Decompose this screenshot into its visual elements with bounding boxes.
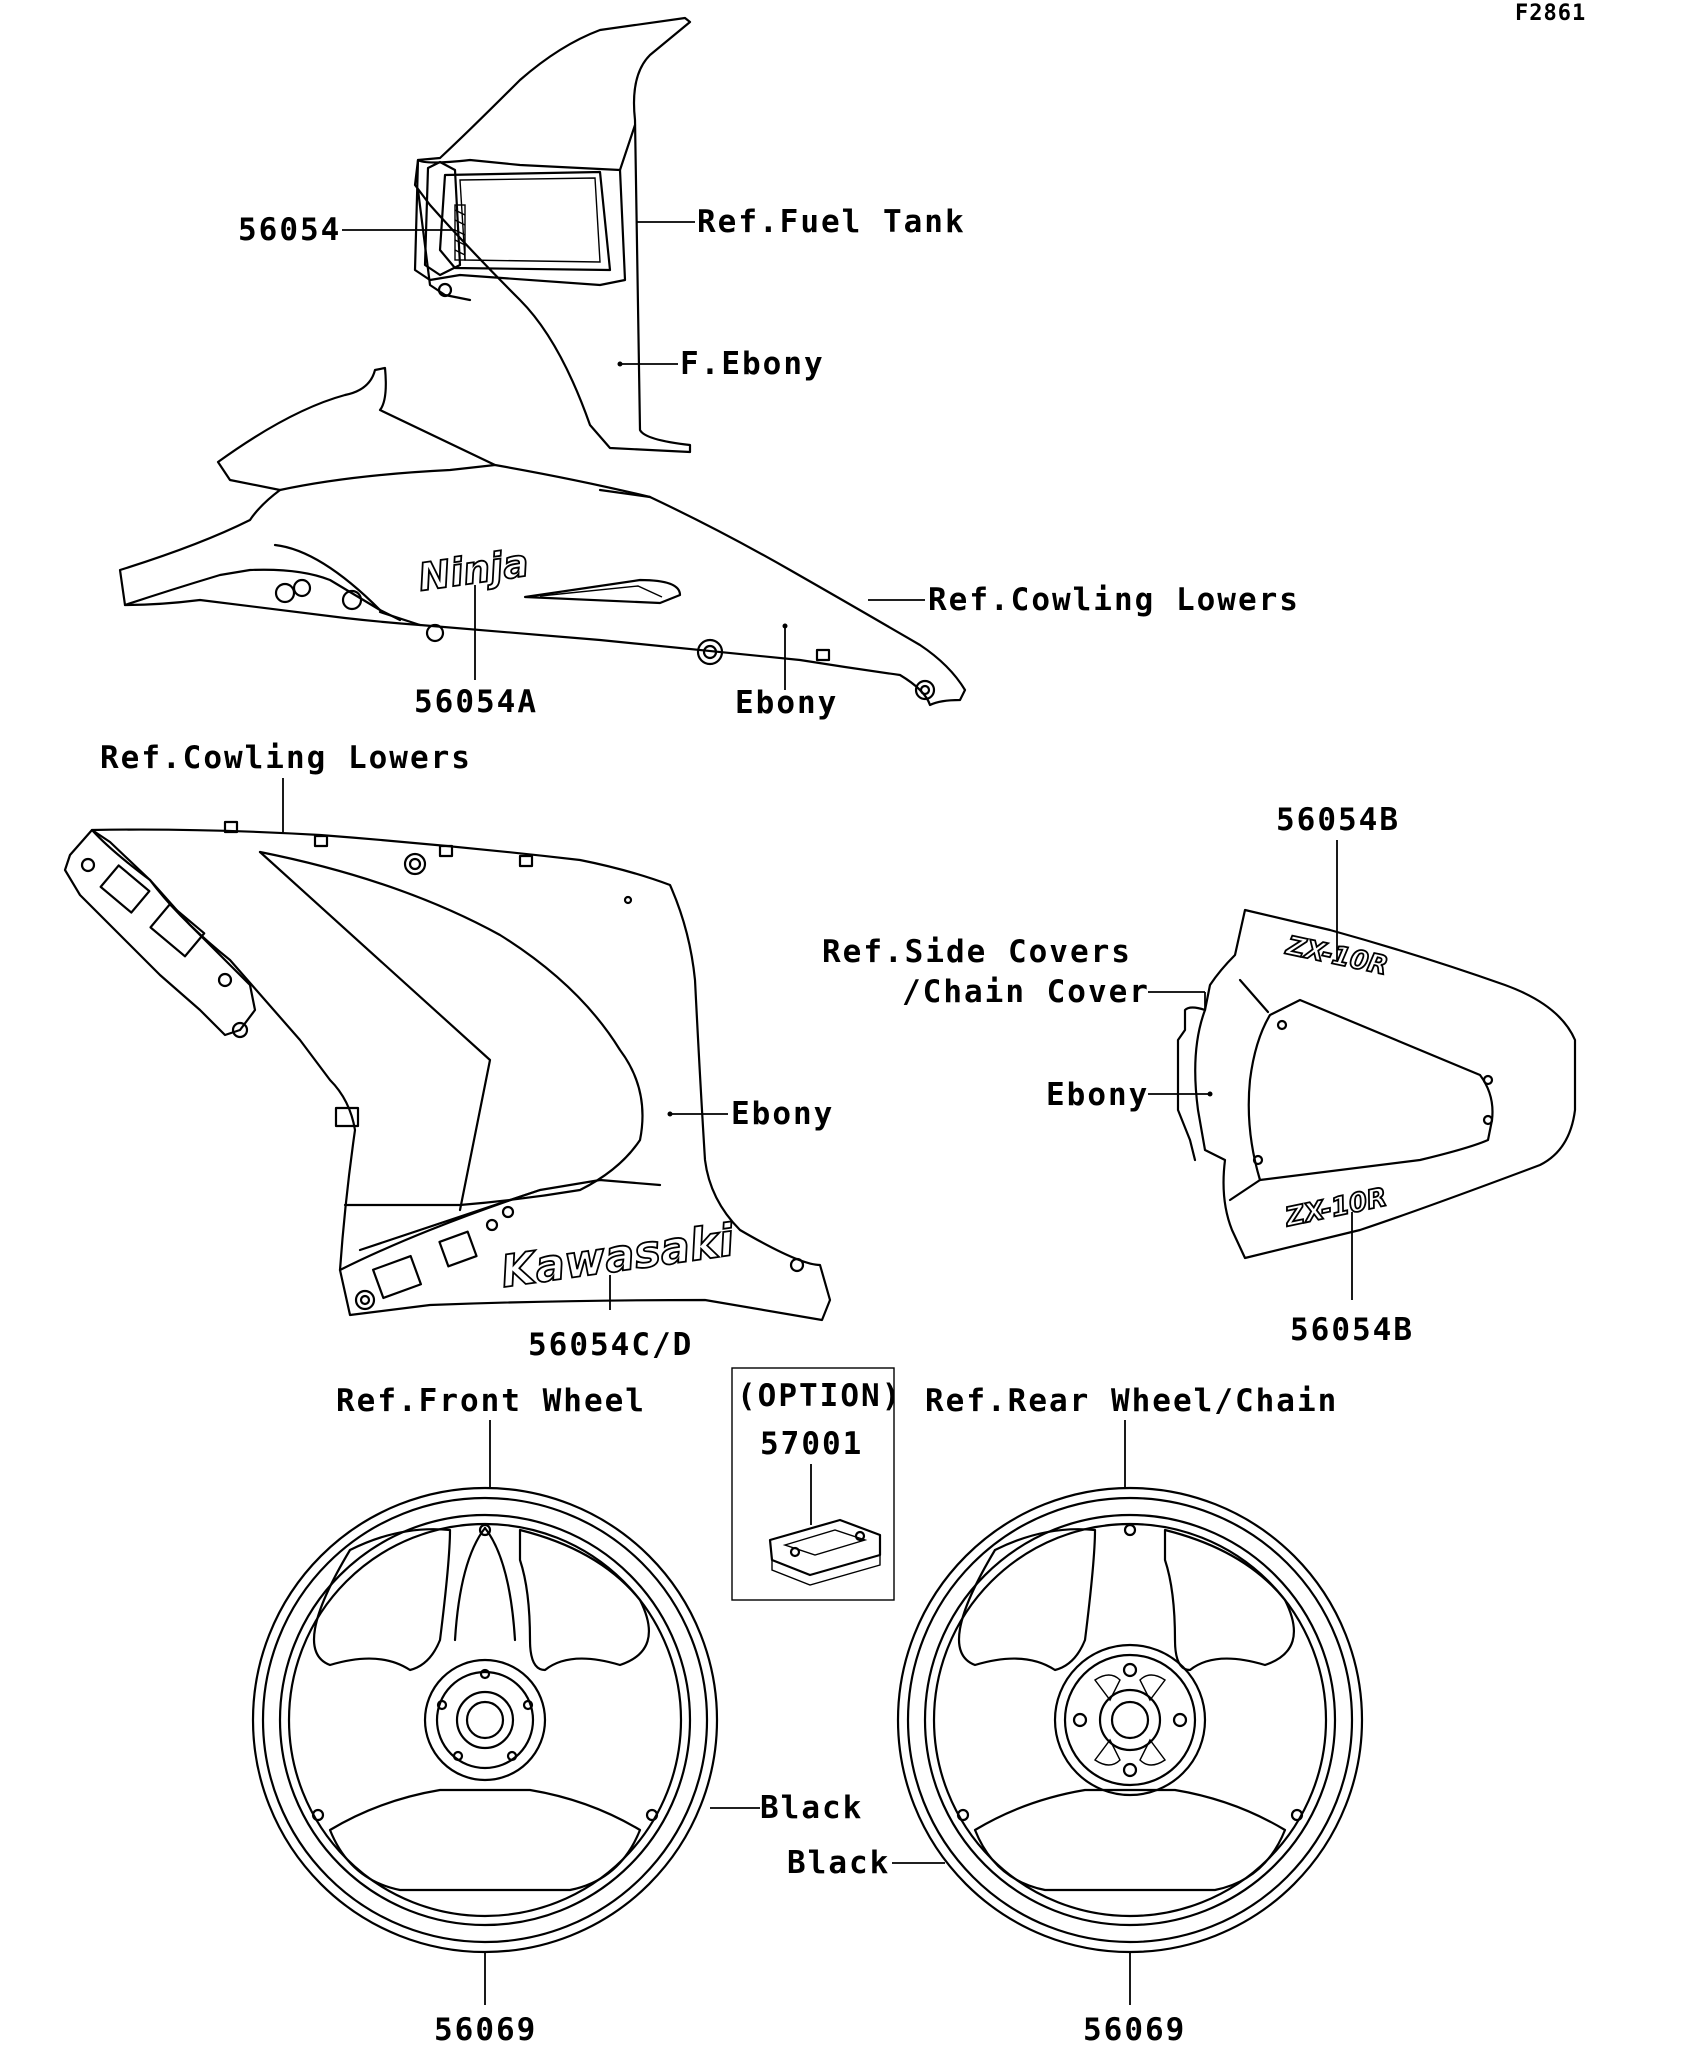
part-number-56054c-d: 56054C/D — [528, 1327, 693, 1363]
option-label: (OPTION) — [737, 1378, 902, 1414]
ref-rear-wheel-label: Ref.Rear Wheel/Chain — [925, 1383, 1338, 1419]
ebony-upper-label: Ebony — [735, 685, 838, 721]
ref-front-wheel-label: Ref.Front Wheel — [336, 1383, 646, 1419]
ref-chain-cover-label: /Chain Cover — [902, 974, 1150, 1010]
lower-cowling: Kawasaki — [63, 820, 832, 1322]
ninja-logo: Ninja — [416, 541, 532, 600]
callout-ref-rear-wheel: Ref.Rear Wheel/Chain — [925, 1383, 1338, 1488]
callout-56054b-bottom: 56054B — [1290, 1212, 1414, 1348]
callout-black-front: Black — [710, 1790, 863, 1826]
side-cover: ZX-10R ZX-10R — [1176, 908, 1577, 1260]
callout-56069-front: 56069 — [434, 1952, 537, 2048]
front-wheel — [251, 1486, 719, 1954]
ref-side-covers-label: Ref.Side Covers — [822, 934, 1132, 970]
callout-ref-cowling-lowers-lower: Ref.Cowling Lowers — [100, 740, 472, 832]
callout-black-rear: Black — [787, 1845, 945, 1881]
callout-ebony-lower: Ebony — [667, 1096, 834, 1132]
callout-ref-cowling-lowers-upper: Ref.Cowling Lowers — [868, 582, 1300, 618]
callout-ref-fuel-tank: Ref.Fuel Tank — [637, 204, 966, 240]
ref-fuel-tank-label: Ref.Fuel Tank — [697, 204, 966, 240]
part-number-56054b-top: 56054B — [1276, 802, 1400, 838]
option-box: (OPTION) 57001 — [731, 1367, 902, 1601]
part-number-56054b-bottom: 56054B — [1290, 1312, 1414, 1348]
ref-cowling-lowers-upper-label: Ref.Cowling Lowers — [928, 582, 1300, 618]
rear-wheel — [896, 1486, 1364, 1954]
callout-ref-front-wheel: Ref.Front Wheel — [336, 1383, 646, 1488]
black-front-label: Black — [760, 1790, 863, 1826]
ref-cowling-lowers-lower-label: Ref.Cowling Lowers — [100, 740, 472, 776]
callout-56054a: 56054A — [414, 585, 538, 720]
f-ebony-label: F.Ebony — [680, 346, 825, 382]
part-number-56054: 56054 — [238, 212, 341, 248]
upper-cowling: Ninja — [118, 366, 967, 707]
callout-56054b-top: 56054B — [1276, 802, 1400, 960]
ebony-lower-label: Ebony — [731, 1096, 834, 1132]
callout-56054: 56054 — [238, 212, 455, 248]
black-rear-label: Black — [787, 1845, 890, 1881]
callout-ebony-upper: Ebony — [735, 623, 838, 721]
part-number-56054a: 56054A — [414, 684, 538, 720]
callout-56054c-d: 56054C/D — [528, 1275, 693, 1363]
part-number-56069-rear: 56069 — [1083, 2012, 1186, 2048]
part-number-56069-front: 56069 — [434, 2012, 537, 2048]
callout-ebony-side: Ebony — [1046, 1077, 1213, 1113]
fuel-tank-cover — [413, 16, 692, 454]
callout-56069-rear: 56069 — [1083, 1952, 1186, 2048]
callout-f-ebony: F.Ebony — [617, 346, 825, 382]
callout-ref-side-covers: Ref.Side Covers /Chain Cover — [822, 934, 1206, 1010]
figure-code: F2861 — [1515, 1, 1586, 26]
kawasaki-logo: Kawasaki — [498, 1215, 738, 1298]
ebony-side-label: Ebony — [1046, 1077, 1149, 1113]
part-number-57001: 57001 — [760, 1426, 863, 1462]
